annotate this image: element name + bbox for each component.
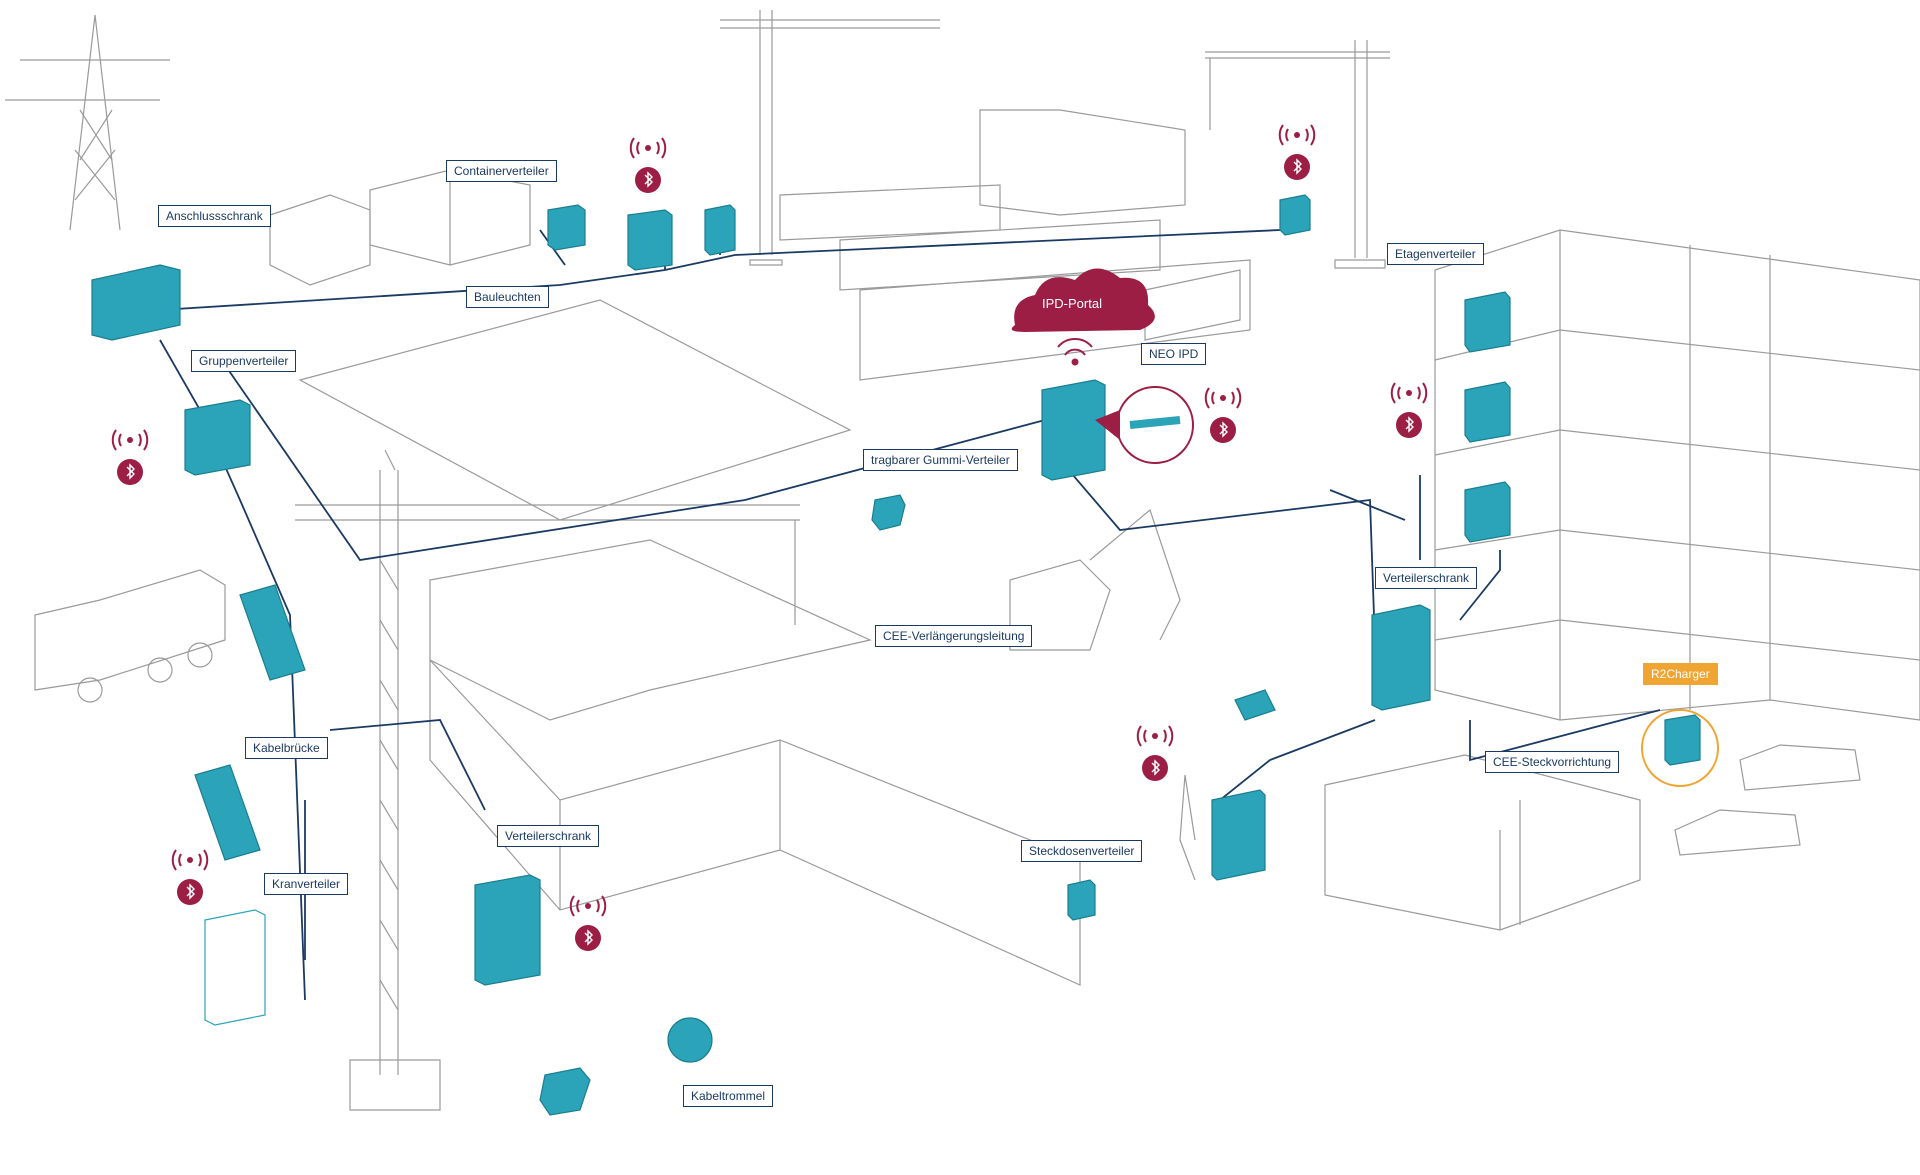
office-containers [269,169,531,286]
kabelbruecke-top[interactable] [239,584,306,681]
wifi-signal-icon [1057,337,1093,366]
label-ipd-portal: IPD-Portal [1042,296,1102,311]
stacked-building [779,109,1186,291]
label-bauleuchten: Bauleuchten [466,286,549,308]
label-containerverteiler: Containerverteiler [446,160,557,182]
anschlussschrank-cabinet[interactable] [91,264,181,341]
label-kabelbruecke: Kabelbrücke [245,737,328,759]
etagenverteiler-2[interactable] [1464,381,1511,443]
cars [1674,744,1861,856]
verteilerschrank-left-cabinet[interactable] [474,874,541,986]
neo-ipd-pointer [1095,410,1120,440]
cee-box[interactable] [1211,789,1266,881]
label-gruppenverteiler: Gruppenverteiler [191,350,297,372]
etagenverteiler-3[interactable] [1464,481,1511,543]
container-distributor-3[interactable] [704,204,736,256]
container-distributor[interactable] [547,204,586,251]
tower-crane-right [1205,40,1390,269]
label-verteilerschrank-right: Verteilerschrank [1375,567,1478,589]
label-kabeltrommel: Kabeltrommel [683,1085,774,1107]
tower-crane-top [720,10,940,266]
label-neo-ipd: NEO IPD [1141,343,1207,365]
container-distributor-2[interactable] [627,209,673,271]
kabelbruecke-bottom[interactable] [194,764,261,861]
small-socket-box[interactable] [1234,689,1276,721]
etagenverteiler-1[interactable] [1464,291,1511,353]
label-r2charger: R2Charger [1643,663,1718,685]
excavation-pit [298,259,1251,521]
label-etagenverteiler: Etagenverteiler [1387,243,1484,265]
etagen-distributor-top[interactable] [1279,194,1311,236]
label-anschlussschrank: Anschlussschrank [158,205,271,227]
equipment [91,194,1701,1116]
tower-crane-main [295,449,800,1111]
kranverteiler-cabinet[interactable] [204,909,266,1026]
power-pylon [5,14,170,231]
label-cee-verlaengerung: CEE-Verlängerungsleitung [875,625,1033,647]
r2charger-highlight [1641,709,1719,787]
mixer-truck-top [1144,269,1241,341]
gummi-verteiler-unit[interactable] [871,494,906,531]
excavator [1009,508,1181,651]
building-under-construction [429,539,1081,986]
background-structures [5,10,1920,1111]
label-steckdosenverteiler: Steckdosenverteiler [1021,840,1143,862]
concrete-mixer-truck [34,569,226,703]
neo-ipd-cabinet[interactable] [1041,379,1106,481]
r2charger-cabinet[interactable] [1664,714,1701,766]
cloud-icon [1011,268,1155,332]
label-kranverteiler: Kranverteiler [264,873,349,895]
label-cee-steckvorrichtung: CEE-Steckvorrichtung [1485,751,1620,773]
portable-socket-bottom[interactable] [539,1067,591,1116]
site-container [1324,754,1641,931]
worker [1179,774,1196,881]
kabeltrommel-drum[interactable] [667,1017,713,1063]
verteilerschrank-right-cabinet[interactable] [1371,604,1431,711]
steckdosenverteiler-unit[interactable] [1067,879,1096,921]
gruppenverteiler-cabinet[interactable] [184,399,251,476]
label-verteilerschrank-left: Verteilerschrank [497,825,600,847]
high-rise-building [1434,229,1920,721]
neo-ipd-device [1129,416,1181,429]
label-gummi-verteiler: tragbarer Gummi-Verteiler [863,449,1018,471]
